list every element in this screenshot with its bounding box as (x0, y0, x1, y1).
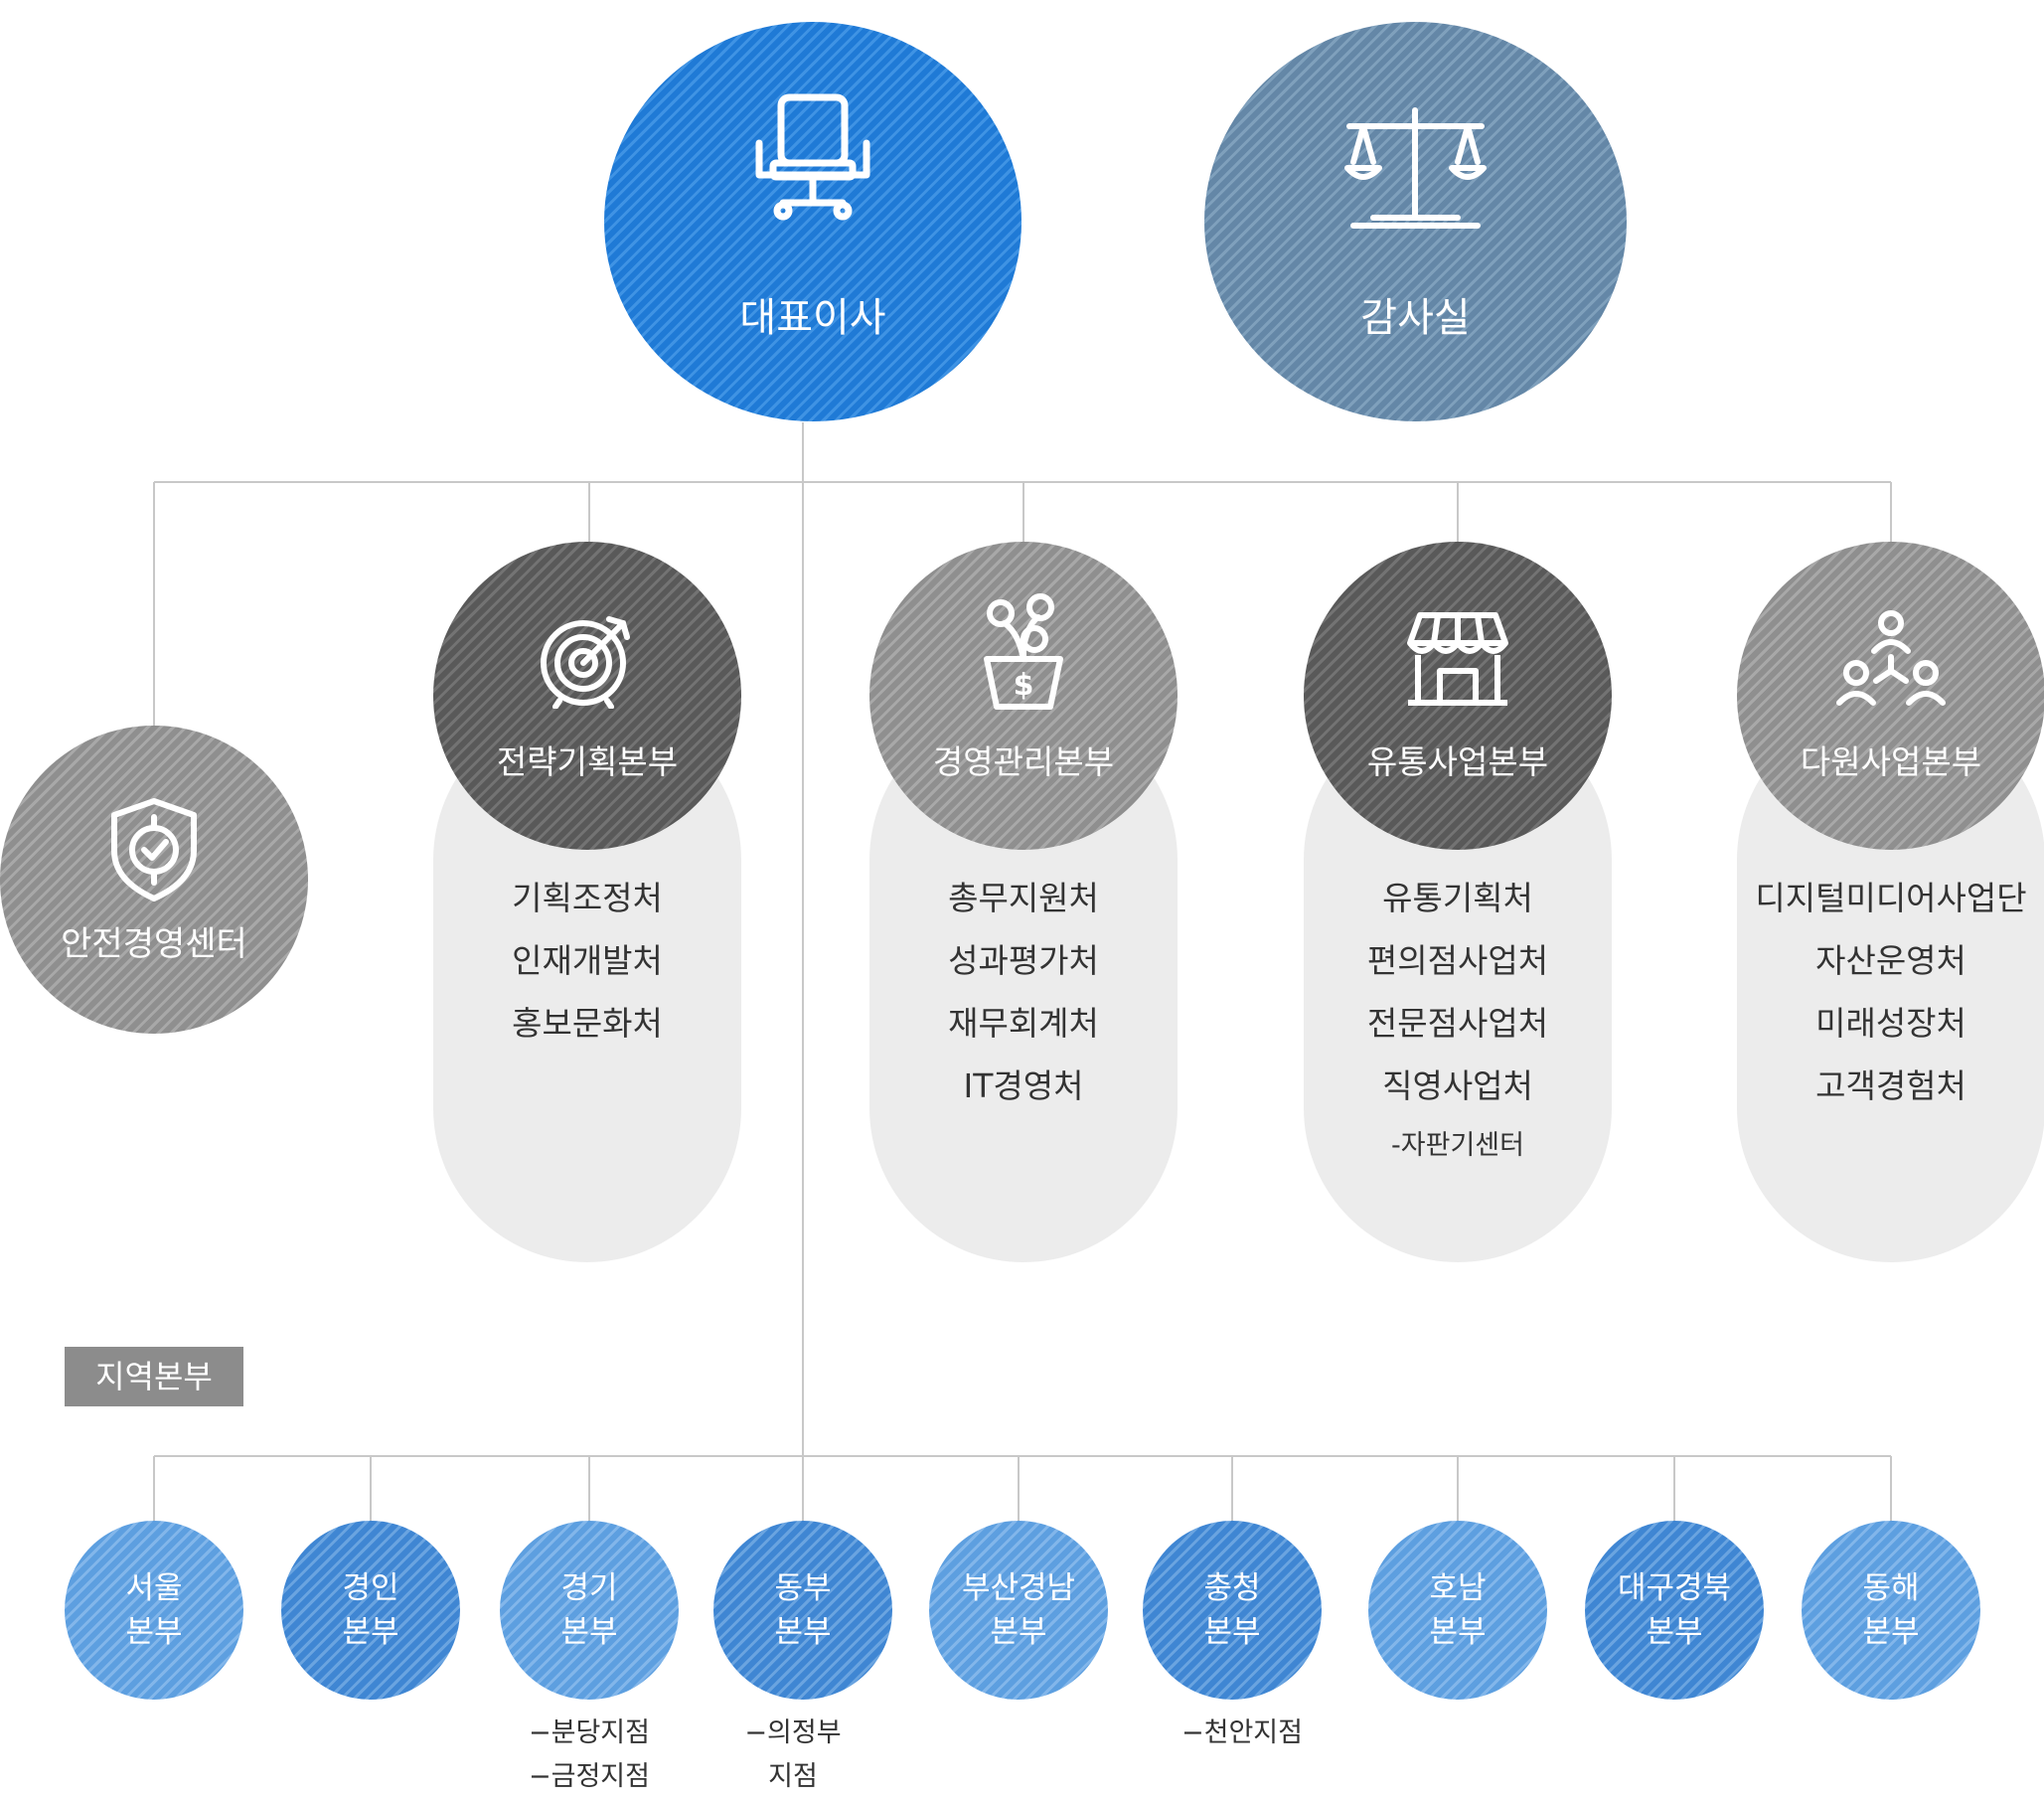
audit-node: 감사실 (1204, 22, 1627, 421)
division-item: 재무회계처 (948, 1004, 1099, 1043)
division-item: 전문점사업처 (1366, 1004, 1549, 1043)
division-item: 직영사업처 (1382, 1066, 1533, 1105)
regional-unit: 경인 본부 (281, 1521, 460, 1700)
division-label: 경영관리본부 (932, 742, 1115, 781)
audit-label: 감사실 (1360, 295, 1471, 341)
regional-unit-suffix: 본부 (1429, 1614, 1487, 1650)
division-item: 인재개발처 (512, 941, 663, 980)
division-label: 다원사업본부 (1800, 742, 1982, 781)
regional-unit-suffix: 본부 (990, 1614, 1047, 1650)
regional-tag: 지역본부 (65, 1347, 243, 1406)
branch-note: −의정부 (744, 1717, 842, 1748)
regional-unit-suffix: 본부 (774, 1614, 832, 1650)
division-label: 전략기획본부 (496, 742, 679, 781)
storefront-icon (1407, 612, 1508, 706)
regional-unit-name: 충청 (1203, 1570, 1261, 1606)
regional-unit: 대구경북 본부 (1585, 1521, 1764, 1700)
division-node: 유통사업본부 (1304, 542, 1612, 850)
money-plant-icon: $ (984, 593, 1063, 710)
division-note: -자판기센터 (1391, 1130, 1524, 1161)
regional-unit-name: 경기 (560, 1570, 618, 1606)
regional-unit-suffix: 본부 (1203, 1614, 1261, 1650)
regional-unit-suffix: 본부 (1862, 1614, 1920, 1650)
shield-check-icon (111, 798, 197, 901)
regional-unit-name: 대구경북 (1617, 1570, 1732, 1606)
office-chair-icon (755, 93, 870, 221)
branch-note: 지점 (768, 1761, 818, 1792)
regional-unit: 경기 본부 (500, 1521, 679, 1700)
safety-center-node: 안전경영센터 (0, 726, 308, 1034)
ceo-label: 대표이사 (739, 295, 886, 341)
safety-center-label: 안전경영센터 (61, 924, 247, 964)
branch-note: −천안지점 (1181, 1717, 1303, 1748)
regional-unit-suffix: 본부 (342, 1614, 399, 1650)
svg-text:$: $ (1014, 668, 1034, 703)
division-item: 미래성장처 (1815, 1004, 1966, 1043)
regional-unit-name: 동해 (1862, 1570, 1920, 1606)
division-node: 다원사업본부 (1737, 542, 2044, 850)
division-node: $ 경영관리본부 (869, 542, 1178, 850)
ceo-node: 대표이사 (604, 22, 1022, 421)
regional-unit: 충청 본부 (1143, 1521, 1322, 1700)
division-item: 홍보문화처 (512, 1004, 663, 1043)
regional-unit-name: 경인 (342, 1570, 399, 1606)
division-item: 편의점사업처 (1366, 941, 1549, 980)
division-item: 기획조정처 (512, 879, 663, 917)
scales-icon (1344, 107, 1487, 229)
division-item: 성과평가처 (948, 941, 1099, 980)
division-item: IT경영처 (963, 1066, 1084, 1105)
regional-unit-suffix: 본부 (1646, 1614, 1703, 1650)
regional-unit: 서울 본부 (65, 1521, 243, 1700)
regional-unit-suffix: 본부 (560, 1614, 618, 1650)
regional-unit-name: 부산경남 (961, 1570, 1076, 1606)
branch-note: −분당지점 (529, 1717, 650, 1748)
people-network-icon (1836, 610, 1946, 706)
regional-unit-name: 동부 (774, 1570, 832, 1606)
regional-unit-name: 호남 (1429, 1570, 1487, 1606)
regional-unit-name: 서울 (125, 1570, 183, 1606)
division-item: 자산운영처 (1815, 941, 1966, 980)
division-item: 디지털미디어사업단 (1755, 879, 2027, 917)
regional-unit-suffix: 본부 (125, 1614, 183, 1650)
regional-unit: 동해 본부 (1802, 1521, 1980, 1700)
division-item: 고객경험처 (1815, 1066, 1966, 1105)
regional-unit: 부산경남 본부 (929, 1521, 1108, 1700)
division-label: 유통사업본부 (1366, 742, 1549, 781)
target-icon (541, 616, 630, 709)
regional-unit: 호남 본부 (1368, 1521, 1547, 1700)
division-item: 총무지원처 (948, 879, 1099, 917)
division-node: 전략기획본부 (433, 542, 741, 850)
regional-unit: 동부 본부 (713, 1521, 892, 1700)
branch-note: −금정지점 (529, 1761, 650, 1792)
division-item: 유통기획처 (1382, 879, 1533, 917)
